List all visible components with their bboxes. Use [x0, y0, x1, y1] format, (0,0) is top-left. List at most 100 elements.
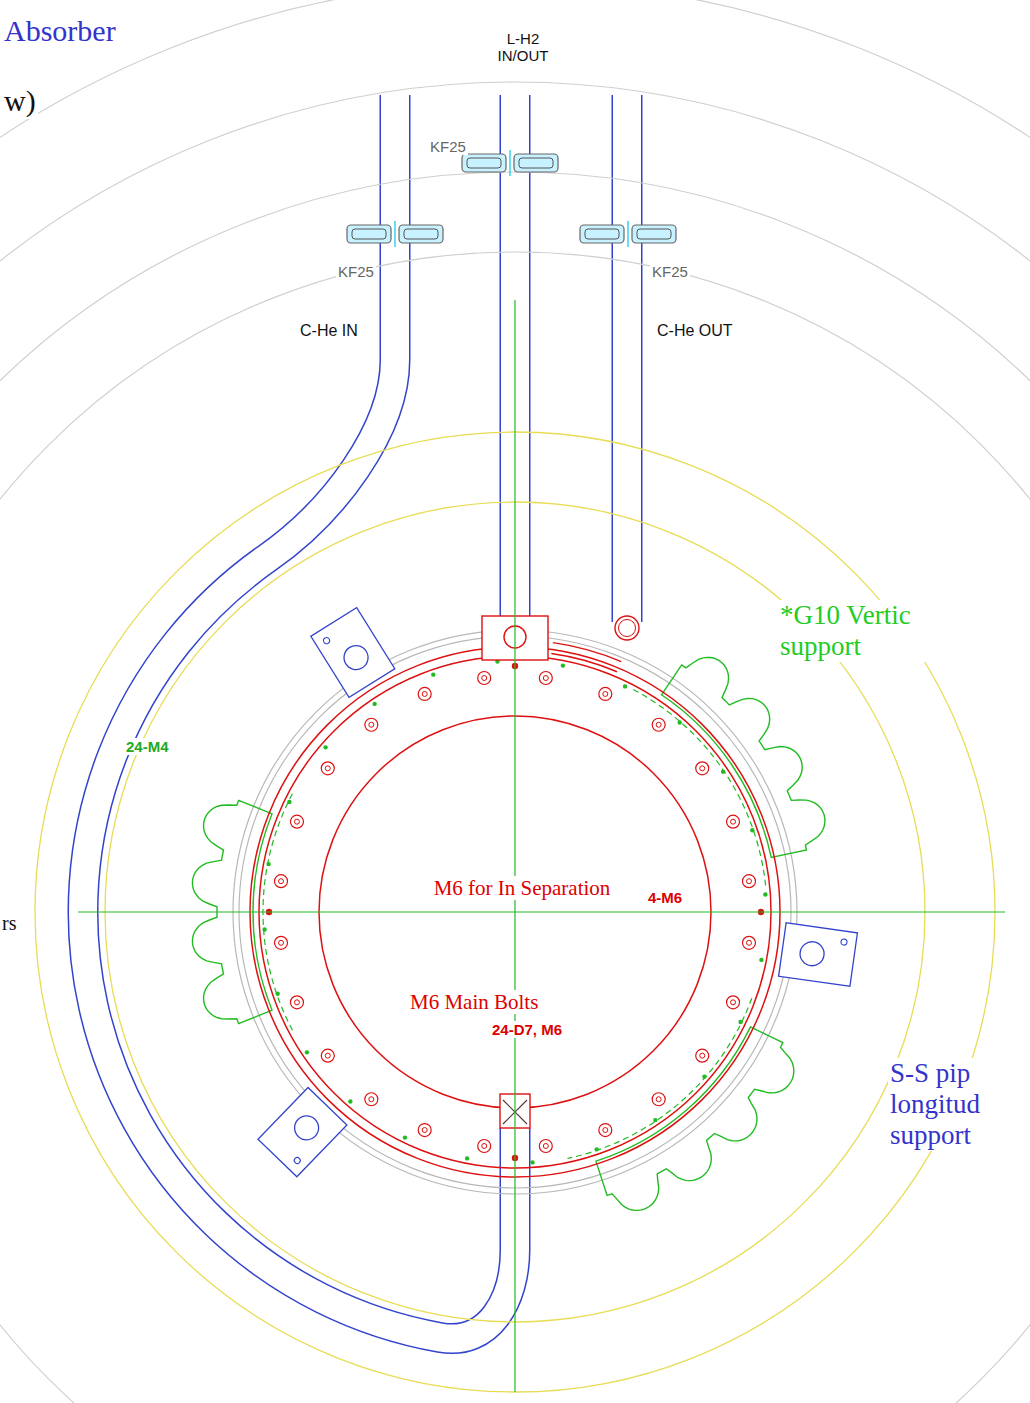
- main-bolt-hole: [731, 1000, 736, 1005]
- bolt-note: M6 Main Bolts: [408, 990, 540, 1014]
- clamp-inner: [467, 158, 501, 168]
- flange-label: KF25: [336, 263, 376, 280]
- main-bolt-hole: [279, 879, 284, 884]
- main-bolt-hole: [369, 722, 374, 727]
- clamp-inner: [637, 229, 671, 239]
- main-bolt-hole: [325, 1053, 330, 1058]
- clamp-centre: [627, 221, 628, 247]
- main-bolt-hole: [422, 691, 427, 696]
- m4-hole: [763, 892, 767, 896]
- main-bolt: [696, 1049, 709, 1062]
- clamp-half: [347, 225, 391, 243]
- main-bolt: [275, 875, 288, 888]
- support-plate: [258, 1087, 347, 1176]
- m4-hole: [275, 992, 279, 996]
- support-pin: [293, 1156, 301, 1164]
- m4-hole: [750, 828, 754, 832]
- main-bolt-hole: [294, 819, 299, 824]
- main-bolt-hole: [603, 1128, 608, 1133]
- m4-hole: [287, 800, 291, 804]
- clamp-half: [514, 154, 558, 172]
- m4-hole: [759, 958, 763, 962]
- m4-hole: [465, 1156, 469, 1160]
- m4-hole: [702, 1074, 706, 1078]
- m4-hole: [262, 927, 266, 931]
- main-bolt: [652, 1093, 665, 1106]
- m4-hole: [323, 745, 327, 749]
- main-bolt-hole: [731, 819, 736, 824]
- centre-line-vertical: [514, 300, 515, 1392]
- bolt-note: M6 for In Separation: [392, 876, 652, 900]
- support-pin: [322, 636, 330, 644]
- main-bolt: [290, 996, 303, 1009]
- main-bolt: [321, 1049, 334, 1062]
- main-bolt-hole: [656, 1097, 661, 1102]
- m4-hole: [561, 663, 565, 667]
- main-bolt: [290, 815, 303, 828]
- m4-hole: [595, 1147, 599, 1151]
- bolt-callout: 24-D7, M6: [490, 1021, 564, 1038]
- g10-dashed-arc: [633, 689, 765, 885]
- part-note: S-S pip longitud support: [888, 1058, 1024, 1151]
- clamp-inner: [352, 229, 386, 239]
- main-bolt: [539, 1139, 552, 1152]
- m4-hole: [403, 1135, 407, 1139]
- m4-hole: [623, 684, 627, 688]
- g10-support: [596, 1027, 794, 1211]
- m4-hole: [348, 1099, 352, 1103]
- part-note: rs: [0, 912, 18, 935]
- port-label: C-He IN: [298, 322, 360, 340]
- main-bolt: [539, 672, 552, 685]
- helium-channel: [551, 654, 617, 672]
- support-pin: [841, 939, 848, 946]
- outer-arc: [0, 82, 1030, 1403]
- main-bolt-hole: [700, 766, 705, 771]
- m4-hole: [266, 862, 270, 866]
- main-bolt: [275, 936, 288, 949]
- bolt-callout: 24-M4: [124, 738, 171, 755]
- main-bolt: [478, 1139, 491, 1152]
- main-bolt: [478, 672, 491, 685]
- clamp-centre: [394, 221, 395, 247]
- che-out-port: [615, 616, 639, 640]
- che-out-pipe: [612, 95, 643, 622]
- main-bolt: [418, 1124, 431, 1137]
- ss-pipe-support: [311, 608, 395, 698]
- main-bolt-hole: [482, 1143, 487, 1148]
- support-pipe-hole: [799, 940, 826, 967]
- m4-hole: [431, 672, 435, 676]
- main-bolt: [599, 1124, 612, 1137]
- che-in-pipe: [83, 95, 515, 1339]
- centre-line-horizontal: [78, 911, 1005, 912]
- helium-channel: [553, 643, 621, 662]
- kf25-clamp: [580, 221, 676, 247]
- main-bolt: [727, 996, 740, 1009]
- outer-arc: [0, 172, 1030, 1403]
- m4-hole: [738, 1020, 742, 1024]
- ss-pipe-support: [258, 1087, 347, 1176]
- main-bolt-hole: [603, 691, 608, 696]
- che-in-pipe-bore: [83, 95, 515, 1339]
- kf25-clamp: [462, 150, 558, 176]
- ss-pipe-support: [779, 923, 858, 986]
- main-bolt-hole: [294, 1000, 299, 1005]
- m4-hole: [372, 702, 376, 706]
- main-bolt-hole: [543, 1143, 548, 1148]
- m4-hole: [721, 769, 725, 773]
- main-bolt-hole: [746, 879, 751, 884]
- main-bolt: [742, 875, 755, 888]
- port-label: L-H2 IN/OUT: [484, 30, 562, 65]
- part-note: *G10 Vertic support: [778, 600, 962, 662]
- m4-hole: [305, 1050, 309, 1054]
- main-bolt-hole: [325, 766, 330, 771]
- port-label: C-He OUT: [655, 322, 735, 340]
- clamp-half: [462, 154, 506, 172]
- clamp-half: [399, 225, 443, 243]
- main-bolt: [599, 687, 612, 700]
- m4-hole: [677, 720, 681, 724]
- main-bolt: [652, 718, 665, 731]
- flange-label: KF25: [428, 138, 468, 155]
